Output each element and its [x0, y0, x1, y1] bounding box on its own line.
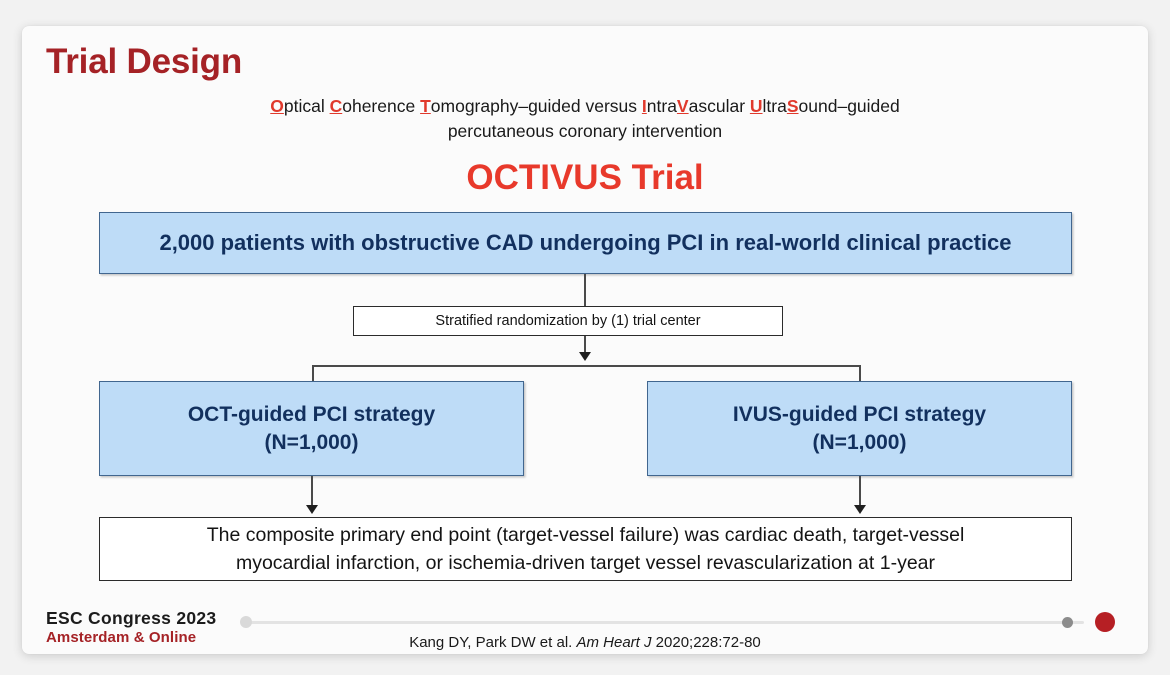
footer-dot-middle [1062, 617, 1073, 628]
subtitle-text: ascular [688, 96, 750, 116]
connector-split-horizontal [312, 365, 860, 367]
trial-subtitle: Optical Coherence Tomography–guided vers… [22, 94, 1148, 145]
arm-ivus-n: (N=1,000) [812, 430, 907, 454]
connector-oct-to-endpoint [311, 476, 313, 507]
acronym-letter: O [270, 96, 284, 116]
subtitle-text: ltra [762, 96, 787, 116]
randomization-box: Stratified randomization by (1) trial ce… [353, 306, 783, 336]
subtitle-line2: percutaneous coronary intervention [447, 121, 723, 142]
esc-congress-logo: ESC Congress 2023 Amsterdam & Online [46, 608, 216, 646]
subtitle-text: ound–guided [798, 96, 900, 116]
endpoint-line2: myocardial infarction, or ischemia-drive… [235, 552, 936, 574]
connector-random-stem [584, 336, 586, 354]
connector-enroll-to-random [584, 274, 586, 306]
acronym-letter: U [749, 96, 763, 116]
arrowhead-oct [306, 505, 318, 514]
arrowhead-ivus [854, 505, 866, 514]
page-title: Trial Design [46, 42, 242, 81]
citation-journal: Am Heart J [576, 634, 652, 651]
enrollment-box: 2,000 patients with obstructive CAD unde… [99, 212, 1072, 274]
subtitle-text: oherence [342, 96, 421, 116]
acronym-letter: I [641, 96, 647, 116]
endpoint-line1: The composite primary end point (target-… [206, 523, 965, 546]
randomization-label: Stratified randomization by (1) trial ce… [435, 313, 701, 329]
logo-line-congress: ESC Congress 2023 [46, 608, 217, 628]
citation-reference: 2020;228:72-80 [651, 634, 761, 651]
citation-authors: Kang DY, Park DW et al. [409, 634, 577, 651]
acronym-letter: V [676, 96, 689, 116]
trial-name: OCTIVUS Trial [466, 158, 704, 197]
subtitle-line1: Optical Coherence Tomography–guided vers… [270, 96, 900, 116]
subtitle-text: omography–guided versus [430, 96, 642, 116]
arrowhead-random [579, 352, 591, 361]
endpoint-box: The composite primary end point (target-… [99, 517, 1072, 581]
arm-oct-label: OCT-guided PCI strategy [187, 403, 436, 427]
footer-divider [244, 621, 1084, 624]
subtitle-text: ntra [646, 96, 677, 116]
arm-oct-box: OCT-guided PCI strategy (N=1,000) [99, 381, 524, 476]
acronym-letter: T [420, 96, 431, 116]
arm-ivus-box: IVUS-guided PCI strategy (N=1,000) [647, 381, 1072, 476]
footer-dot-left [240, 616, 252, 628]
acronym-letter: S [786, 96, 799, 116]
connector-ivus-to-endpoint [859, 476, 861, 507]
acronym-letter: C [329, 96, 343, 116]
connector-split-right [859, 365, 861, 382]
enrollment-label: 2,000 patients with obstructive CAD unde… [159, 230, 1012, 255]
slide-card: Trial Design Optical Coherence Tomograph… [22, 26, 1148, 654]
citation: Kang DY, Park DW et al. Am Heart J 2020;… [22, 634, 1148, 651]
connector-split-left [312, 365, 314, 382]
arm-oct-n: (N=1,000) [264, 430, 359, 454]
logo-line-location: Amsterdam & Online [46, 628, 197, 646]
subtitle-text: ptical [283, 96, 330, 116]
footer-dot-accent [1095, 612, 1115, 632]
arm-ivus-label: IVUS-guided PCI strategy [732, 403, 987, 427]
